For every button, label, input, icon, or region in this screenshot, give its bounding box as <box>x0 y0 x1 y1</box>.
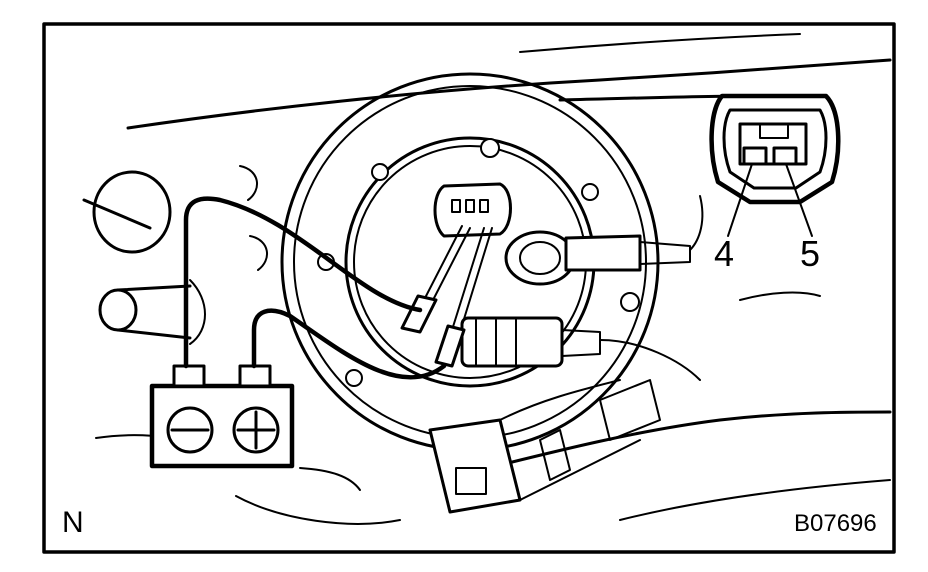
figure-code: B07696 <box>794 510 877 537</box>
jumper-wires <box>183 196 447 380</box>
test-probes <box>400 225 493 368</box>
harness-connector <box>428 379 661 514</box>
pump-assembly <box>460 195 704 381</box>
pin-4-label: 4 <box>714 233 735 274</box>
diagram-frame <box>42 22 896 554</box>
pump-connector <box>433 182 512 238</box>
corner-mark: N <box>62 506 84 539</box>
battery-icon <box>149 364 295 469</box>
pin-5-label: 5 <box>800 233 821 274</box>
plus-icon <box>232 406 280 454</box>
minus-icon <box>166 406 214 454</box>
left-fitting <box>82 165 268 345</box>
connector-icon <box>709 93 841 237</box>
